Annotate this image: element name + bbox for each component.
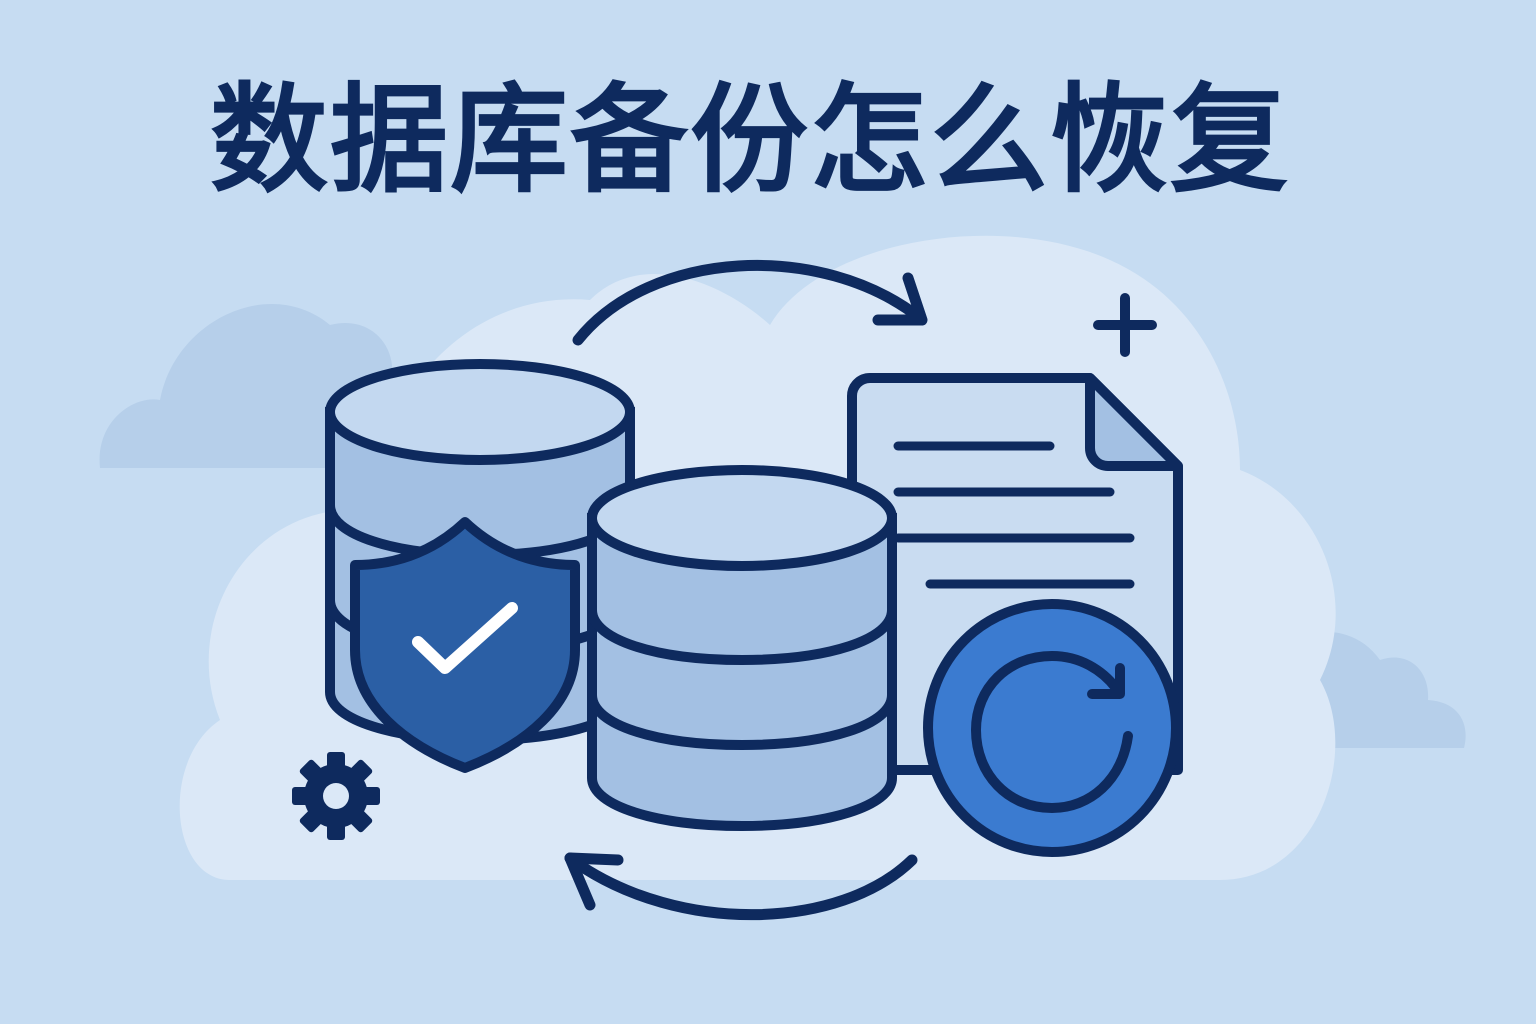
- arrow-icon: [572, 260, 928, 346]
- database-icon: [587, 465, 897, 832]
- shield-check-icon: [350, 517, 580, 773]
- arrow-icon: [564, 852, 918, 921]
- restore-icon: [923, 599, 1181, 857]
- page-title: 数据库备份怎么恢复: [209, 71, 1290, 209]
- plus-icon: [1093, 293, 1157, 357]
- gear-icon: [292, 752, 380, 840]
